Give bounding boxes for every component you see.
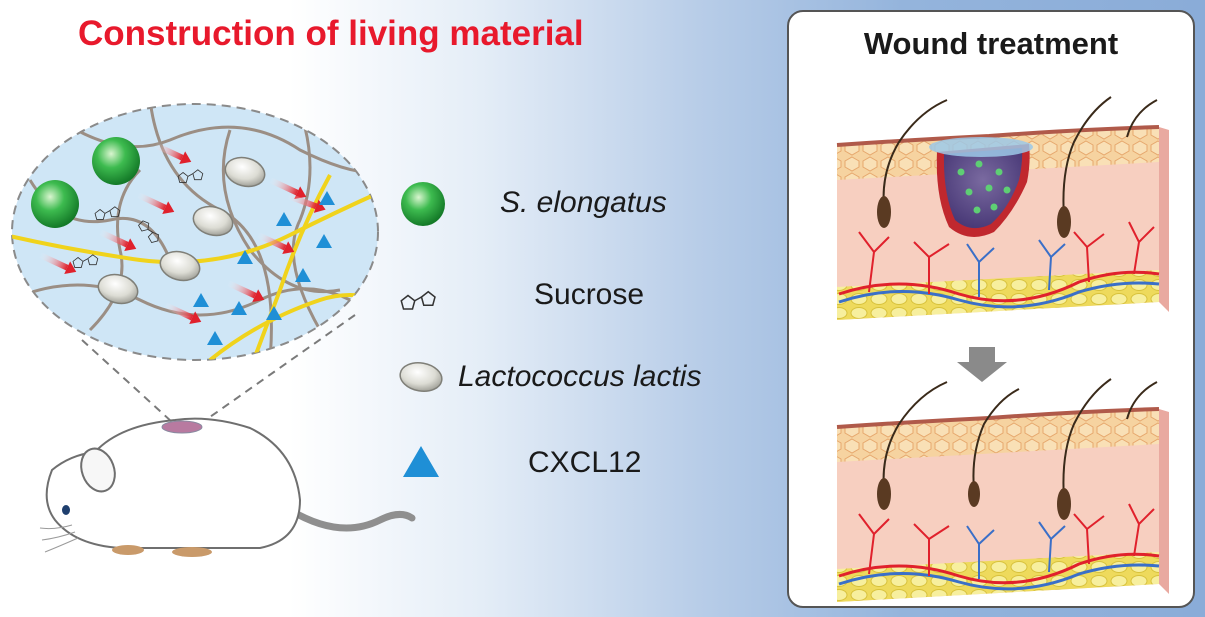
lactococcus-cell (97, 273, 139, 305)
skin-block-after (836, 378, 1169, 602)
sucrose-molecule (138, 220, 160, 244)
cxcl12-protein (193, 293, 209, 307)
hair-follicle (1057, 96, 1112, 238)
mouse-tail (286, 506, 416, 532)
sucrose-molecule-icon (400, 290, 436, 310)
legend-label-sucrose: Sucrose (534, 278, 645, 311)
wound-dressing-patch (161, 420, 203, 434)
s-elongatus-cell (92, 137, 140, 185)
cxcl12-protein (295, 268, 311, 282)
hydrogel-zoom-bubble (11, 103, 379, 361)
mouse-body (45, 417, 302, 549)
mouse-eye (62, 505, 70, 515)
skin-illustrations (836, 96, 1169, 602)
cxcl12-protein (231, 301, 247, 315)
sucrose-molecule (94, 206, 121, 220)
blue-triangle-icon (403, 446, 439, 477)
lactococcus-cell (224, 156, 266, 188)
skin-wound (929, 137, 1033, 237)
legend (399, 182, 445, 477)
right-title: Wound treatment (863, 26, 1119, 61)
skin-block-before (836, 96, 1169, 320)
mouse-ear (80, 447, 116, 493)
cxcl12-protein (207, 331, 223, 345)
wound-treatment-panel: Wound treatment (787, 10, 1195, 608)
mouse-illustration (39, 417, 416, 557)
legend-label-s-elongatus: S. elongatus (500, 186, 667, 219)
cxcl12-protein (266, 306, 282, 320)
cxcl12-protein (319, 191, 335, 205)
cxcl12-protein (316, 234, 332, 248)
sucrose-molecule (177, 169, 204, 183)
cxcl12-protein (276, 212, 292, 226)
green-sphere-icon (401, 182, 445, 226)
release-arrows (38, 142, 326, 325)
left-title: Construction of living material (78, 14, 584, 53)
legend-label-lactococcus: Lactococcus lactis (458, 360, 702, 393)
legend-label-cxcl12: CXCL12 (528, 446, 642, 479)
mouse-whiskers (39, 524, 79, 553)
mouse-paw (112, 545, 144, 555)
lactococcus-cell (159, 250, 201, 282)
oval-bacterium-icon (399, 361, 443, 393)
lactococcus-cell (192, 205, 234, 237)
cxcl12-protein (237, 250, 253, 264)
down-arrow-icon (957, 347, 1007, 382)
sucrose-molecule (72, 254, 99, 268)
zoom-connector-lines (81, 314, 356, 425)
s-elongatus-cell (31, 180, 79, 228)
mouse-paw (172, 547, 212, 557)
hair-follicle (877, 99, 948, 228)
